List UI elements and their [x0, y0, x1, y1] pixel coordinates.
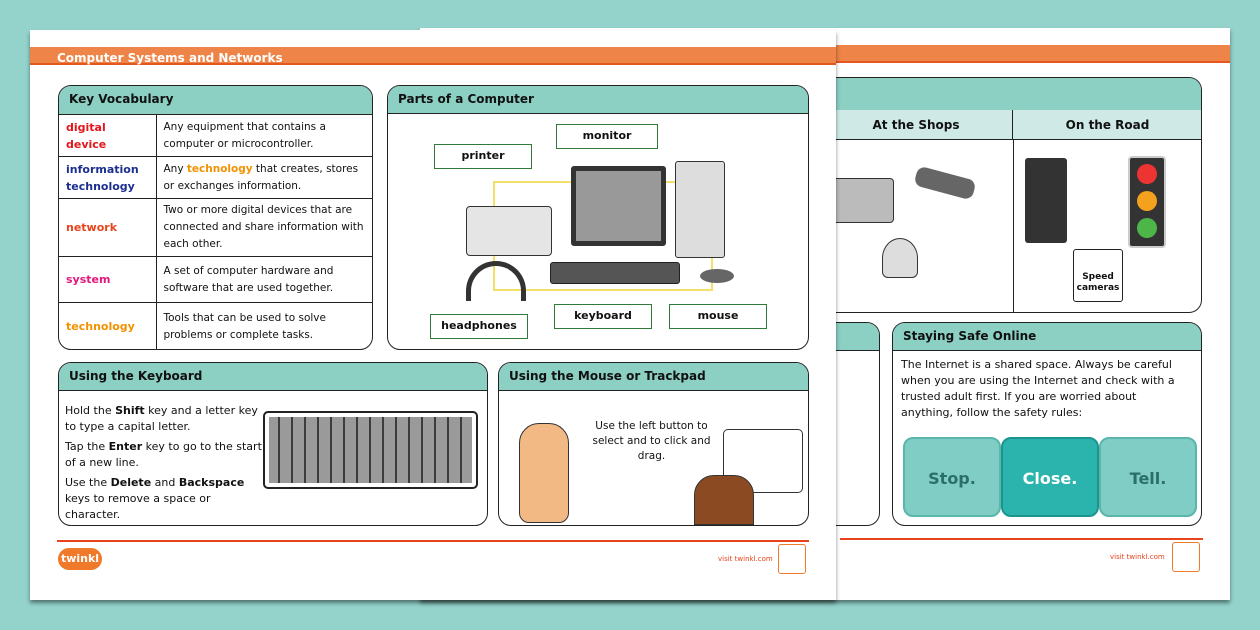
mouse-image: [700, 269, 734, 283]
tower-image: [675, 161, 725, 258]
shops-heading: At the Shops: [820, 110, 1013, 140]
staying-safe-panel: Staying Safe Online The Internet is a sh…: [892, 322, 1202, 526]
twinkl-logo: twinkl: [58, 548, 102, 570]
front-page: Computer Systems and Networks Key Vocabu…: [30, 30, 836, 600]
using-mouse-heading: Using the Mouse or Trackpad: [499, 363, 808, 391]
delete-tip: Use the Delete and Backspace keys to rem…: [65, 476, 245, 521]
close-button[interactable]: Close.: [1001, 437, 1099, 517]
label-monitor: monitor: [556, 124, 658, 149]
label-headphones: headphones: [430, 314, 528, 339]
printer-image: [466, 206, 552, 256]
using-keyboard-panel: Using the Keyboard Hold the Shift key an…: [58, 362, 488, 526]
tell-button[interactable]: Tell.: [1099, 437, 1197, 517]
mouse-text: Use the left button to select and to cli…: [592, 420, 711, 462]
speed-camera-sign: Speed cameras: [1073, 249, 1123, 302]
parts-heading: Parts of a Computer: [388, 86, 808, 114]
trackpad-image: [723, 429, 803, 493]
keyboard-image: [550, 262, 680, 284]
headphones-image: [466, 261, 526, 301]
shift-tip: Hold the Shift key and a letter key to t…: [65, 404, 258, 433]
cctv-camera-image: [882, 238, 918, 278]
speed-sign-image: [1025, 158, 1067, 243]
traffic-light-image: [1128, 156, 1166, 248]
label-printer: printer: [434, 144, 532, 169]
barcode-scanner-image: [913, 165, 977, 201]
enter-tip: Tap the Enter key to go to the start of …: [65, 440, 262, 469]
stop-button[interactable]: Stop.: [903, 437, 1001, 517]
road-heading: On the Road: [1013, 110, 1201, 140]
page-title: Computer Systems and Networks: [57, 51, 283, 65]
monitor-image: [571, 166, 666, 246]
using-mouse-panel: Using the Mouse or Trackpad Use the left…: [498, 362, 809, 526]
staying-safe-text: The Internet is a shared space. Always b…: [901, 358, 1175, 419]
parts-panel: Parts of a Computer printer monitor head…: [387, 85, 809, 350]
visit-link[interactable]: visit twinkl.com: [1110, 553, 1165, 561]
examples-panel: At the Shops On the Road Speed cameras: [820, 77, 1202, 313]
hand-trackpad-image: [694, 475, 754, 525]
hand-mouse-image: [519, 423, 569, 523]
staying-safe-heading: Staying Safe Online: [893, 323, 1201, 351]
using-keyboard-heading: Using the Keyboard: [59, 363, 487, 391]
cash-register-image: [832, 178, 894, 223]
keyboard-illustration: [263, 411, 478, 489]
label-keyboard: keyboard: [554, 304, 652, 329]
label-mouse: mouse: [669, 304, 767, 329]
header-bar: Computer Systems and Networks: [30, 47, 836, 65]
visit-link[interactable]: visit twinkl.com: [718, 555, 773, 563]
approved-badge: [1172, 542, 1200, 572]
key-vocabulary-heading: Key Vocabulary: [59, 86, 372, 114]
approved-badge: [778, 544, 806, 574]
